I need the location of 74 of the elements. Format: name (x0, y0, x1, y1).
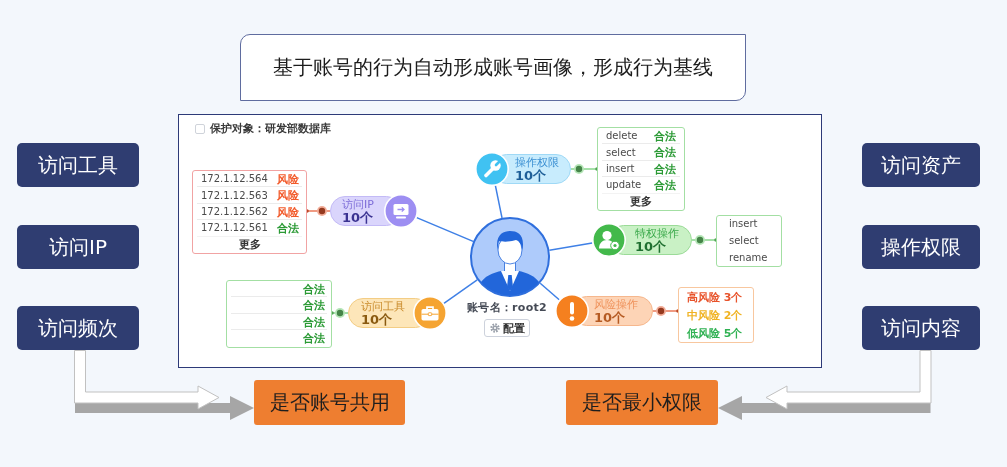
more-text: 更多 (630, 195, 652, 209)
more-text: 更多 (238, 238, 261, 252)
metric-label: 特权操作 (635, 226, 679, 240)
metric-label: 风险操作 (594, 297, 638, 311)
label-box: 访问资产 (862, 143, 980, 187)
status-text: 合法 (303, 332, 325, 346)
block-arrow (74, 350, 254, 420)
operation-name: select (729, 235, 759, 247)
status-text: 合法 (654, 146, 676, 160)
screenshot-panel (178, 114, 822, 368)
risk-level-text: 低风险 5个 (687, 326, 743, 340)
metric-count: 10个 (594, 310, 626, 325)
ip-address: 172.1.12.564 (201, 173, 268, 186)
operation-name: update (606, 179, 642, 192)
metric-label: 访问工具 (361, 299, 405, 313)
operation-name: delete (606, 130, 638, 143)
status-text: 合法 (654, 129, 676, 143)
metric-pill (348, 296, 447, 330)
connector-line (548, 242, 593, 251)
metric-pill (475, 152, 571, 186)
label-box: 访问内容 (862, 306, 980, 350)
dot-connector (652, 306, 680, 316)
result-box: 是否账号共用 (254, 380, 405, 425)
ip-address: 172.1.12.563 (201, 189, 268, 202)
metric-label: 访问IP (342, 197, 374, 211)
metric-count: 10个 (515, 168, 547, 183)
metric-count: 10个 (361, 312, 393, 327)
metric-label: 操作权限 (515, 155, 559, 169)
status-text: 风险 (277, 172, 299, 186)
dot-connector (305, 206, 331, 216)
status-table (192, 170, 307, 254)
metric-count: 10个 (342, 210, 374, 225)
metric-pill (330, 194, 418, 228)
risk-level-text: 高风险 3个 (687, 290, 743, 304)
result-box: 是否最小权限 (566, 380, 718, 425)
ip-address: 172.1.12.562 (201, 206, 268, 218)
connector-line (494, 184, 503, 219)
account-name: 账号名：root2 (466, 301, 548, 315)
block-arrow (718, 350, 932, 420)
label-box: 访问频次 (17, 306, 139, 350)
config-button: 配置 (484, 319, 530, 337)
dot-connector (570, 164, 599, 174)
label-box: 访问工具 (17, 143, 139, 187)
ip-address: 172.1.12.561 (201, 222, 268, 235)
status-text: 合法 (303, 299, 325, 313)
operation-name: insert (729, 218, 758, 231)
operation-list (716, 215, 782, 267)
status-text: 合法 (654, 162, 676, 176)
operation-name: insert (606, 163, 635, 175)
status-text: 合法 (303, 282, 325, 296)
risk-list (678, 287, 754, 343)
metric-pill (592, 223, 692, 257)
risk-level-text: 中风险 2个 (687, 308, 743, 322)
metric-pill (555, 294, 653, 328)
panel-header-text: 保护对象：研发部数据库 (210, 122, 331, 136)
metric-count: 10个 (635, 239, 667, 254)
status-table (226, 280, 332, 348)
status-text: 风险 (277, 205, 299, 219)
status-text: 风险 (277, 189, 299, 203)
callout-box: 基于账号的行为自动形成账号画像，形成行为基线 (240, 34, 746, 101)
label-box: 操作权限 (862, 225, 980, 269)
label-box: 访问IP (17, 225, 139, 269)
user-avatar (470, 217, 550, 297)
status-text: 合法 (277, 221, 299, 235)
dot-connector (330, 308, 349, 318)
status-text: 合法 (654, 178, 676, 192)
operation-name: rename (729, 251, 768, 264)
connector-line (539, 282, 560, 301)
operation-name: select (606, 146, 636, 159)
status-text: 合法 (303, 315, 325, 329)
connector-line (443, 279, 478, 305)
connector-line (415, 216, 474, 243)
dot-connector (691, 235, 718, 245)
status-table (597, 127, 685, 211)
